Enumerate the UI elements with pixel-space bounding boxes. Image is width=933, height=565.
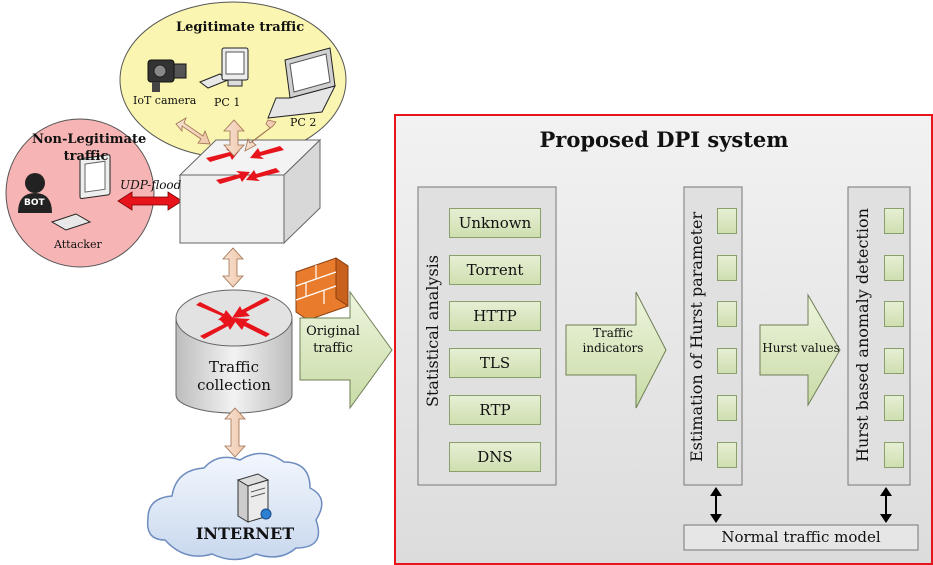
original-traffic-line2: traffic	[313, 341, 353, 356]
anomaly-cell	[884, 208, 904, 234]
hurst-cell	[717, 208, 737, 234]
traffic-collection-cylinder	[175, 289, 293, 414]
hurst-values-label: Hurst values	[762, 341, 840, 355]
firewall-icon	[295, 257, 349, 321]
legit-to-switch-arrows	[175, 117, 277, 157]
anomaly-detection-label: Hurst based anomaly detection	[853, 208, 872, 462]
anomaly-cell	[884, 348, 904, 374]
model-link-right-arrow	[880, 487, 892, 523]
anomaly-detection-panel	[847, 186, 911, 486]
server-icon	[236, 473, 272, 523]
nonlegit-title-line1: Non-Legitimate	[32, 132, 147, 147]
hurst-estimation-label: Estimation of Hurst parameter	[687, 211, 706, 462]
model-link-left-arrow	[710, 487, 722, 523]
collection-label-line2: collection	[197, 376, 271, 394]
hurst-estimation-panel	[683, 186, 743, 486]
protocol-dns: DNS	[449, 442, 541, 472]
udp-flood-label: UDP-flood	[120, 178, 182, 192]
switch-collection-arrow	[222, 247, 244, 288]
pc2-laptop-icon	[267, 47, 336, 119]
legit-title: Legitimate traffic	[176, 20, 305, 35]
internet-cloud	[146, 452, 323, 561]
hurst-values-arrow	[759, 293, 841, 407]
original-traffic-arrow	[299, 290, 393, 410]
hurst-cell	[717, 395, 737, 421]
stat-analysis-label: Statistical analysis	[423, 254, 442, 407]
internet-label: INTERNET	[195, 524, 295, 543]
anomaly-cell	[884, 301, 904, 327]
hurst-cell	[717, 442, 737, 468]
anomaly-cell	[884, 395, 904, 421]
dpi-title: Proposed DPI system	[539, 127, 789, 152]
collection-label-line1: Traffic	[209, 358, 259, 376]
traffic-indicators-line2: indicators	[582, 341, 644, 355]
protocol-torrent: Torrent	[449, 255, 541, 285]
pc2-label: PC 2	[290, 116, 317, 129]
original-traffic-line1: Original	[306, 324, 360, 339]
normal-traffic-model-label: Normal traffic model	[721, 528, 881, 546]
protocol-unknown: Unknown	[449, 208, 541, 238]
traffic-indicators-arrow	[565, 291, 667, 409]
protocol-http: HTTP	[449, 301, 541, 331]
pc1-icon	[221, 47, 249, 87]
protocol-rtp: RTP	[449, 395, 541, 425]
pc1-label: PC 1	[214, 96, 241, 109]
anomaly-cell	[884, 255, 904, 281]
collection-internet-arrow	[224, 407, 246, 458]
hurst-cell	[717, 301, 737, 327]
anomaly-cell	[884, 442, 904, 468]
iot-camera-label: IoT camera	[133, 94, 197, 107]
attacker-pc-icon	[50, 154, 111, 231]
traffic-indicators-line1: Traffic	[593, 326, 633, 340]
iot-camera-icon	[147, 59, 187, 92]
normal-traffic-model-box	[683, 524, 919, 551]
nonlegit-title-line2: traffic	[63, 149, 109, 164]
hurst-cell	[717, 348, 737, 374]
hurst-cell	[717, 255, 737, 281]
bot-label: BOT	[24, 198, 45, 208]
protocol-tls: TLS	[449, 348, 541, 378]
bot-icon	[18, 173, 52, 213]
switch-icon	[178, 138, 322, 245]
attacker-label: Attacker	[54, 238, 102, 251]
